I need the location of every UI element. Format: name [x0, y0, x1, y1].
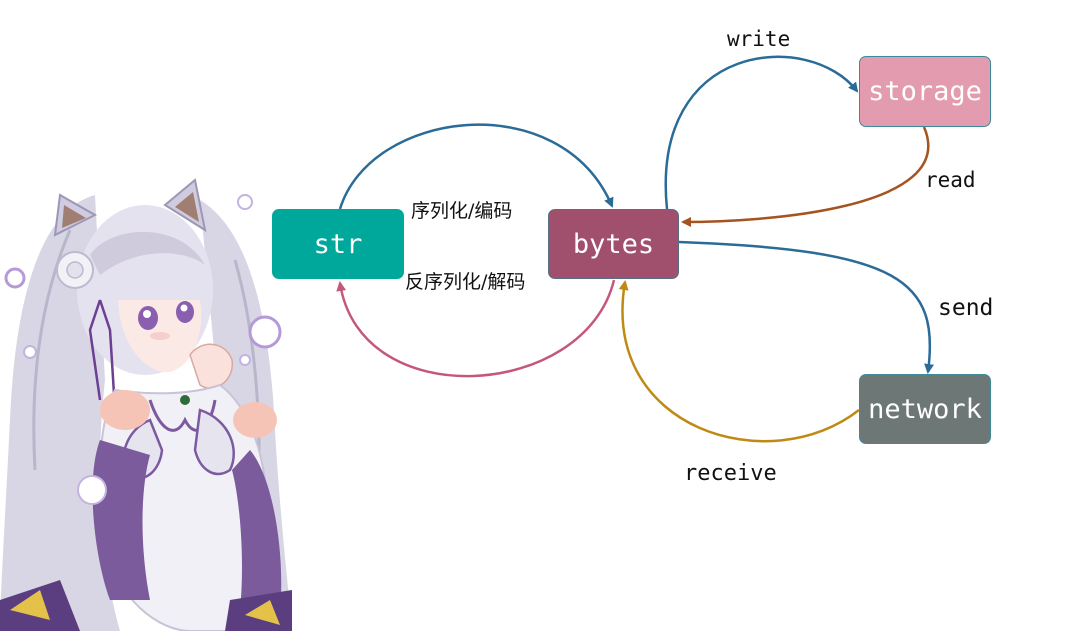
label-receive: receive — [684, 461, 777, 486]
node-storage: storage — [859, 56, 991, 127]
label-read: read — [925, 168, 976, 192]
anime-girl-illustration — [0, 178, 292, 631]
node-bytes: bytes — [548, 209, 679, 279]
arrow-str-to-bytes — [338, 123, 614, 210]
arrow-write — [664, 55, 859, 210]
label-deserialize-decode: 反序列化/解码 — [405, 271, 526, 293]
node-str-label: str — [313, 228, 363, 260]
label-send: send — [938, 295, 994, 321]
node-network: network — [859, 374, 991, 444]
node-bytes-label: bytes — [572, 228, 655, 260]
arrow-bytes-to-str — [336, 279, 616, 378]
node-network-label: network — [868, 393, 982, 425]
label-serialize-encode: 序列化/编码 — [411, 200, 513, 222]
arrow-receive — [618, 280, 860, 443]
label-write: write — [727, 27, 791, 51]
node-str: str — [272, 209, 404, 279]
node-storage-label: storage — [868, 76, 982, 107]
arrow-send — [678, 240, 934, 374]
arrow-read — [681, 126, 930, 227]
